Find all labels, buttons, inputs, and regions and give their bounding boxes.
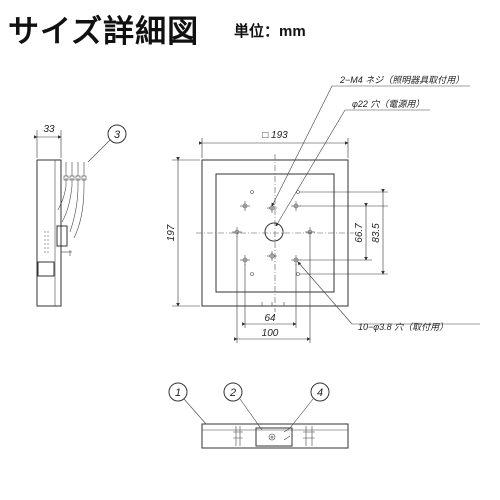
dim-square: □ 193 — [262, 130, 288, 141]
callout-2-label: 2 — [229, 387, 236, 399]
callout-1-label: 1 — [175, 387, 181, 399]
cable-hole — [264, 222, 284, 242]
note-cable: φ22 穴（電源用） — [352, 99, 424, 109]
callout-4-label: 4 — [317, 387, 323, 399]
dim-height: 197 — [166, 224, 177, 241]
bottom-body-outline — [201, 423, 349, 449]
callout-3-circle — [107, 124, 127, 144]
callout-2-circle — [223, 382, 243, 402]
dim-inner-a: 66.7 — [354, 223, 365, 243]
callout-4-circle — [310, 382, 330, 402]
page-title: サイズ詳細図 — [8, 14, 200, 49]
dim-holes-b: 100 — [262, 328, 279, 339]
mounting-holes — [232, 190, 315, 276]
terminal-block — [56, 225, 68, 247]
side-view: 33 3 — [34, 124, 127, 307]
bottom-terminal — [255, 427, 293, 447]
note-screw: 2−M4 ネジ（照明器具取付用） — [339, 75, 464, 85]
side-bracket — [37, 261, 55, 277]
bottom-view: 1 2 4 — [168, 382, 349, 449]
unit-label: 単位：mm — [234, 23, 306, 40]
front-view: □ 193 197 66.7 83.5 64 100 2−M4 ネジ（照明器具取… — [166, 75, 480, 343]
side-dim-width: 33 — [43, 124, 55, 135]
note-mount: 10−φ3.8 穴（取付用） — [358, 322, 448, 332]
callout-3-label: 3 — [114, 129, 121, 141]
dim-inner-b: 83.5 — [371, 223, 382, 243]
dim-holes-a: 64 — [264, 313, 276, 324]
side-body-outline — [36, 159, 62, 307]
callout-1-circle — [168, 382, 188, 402]
